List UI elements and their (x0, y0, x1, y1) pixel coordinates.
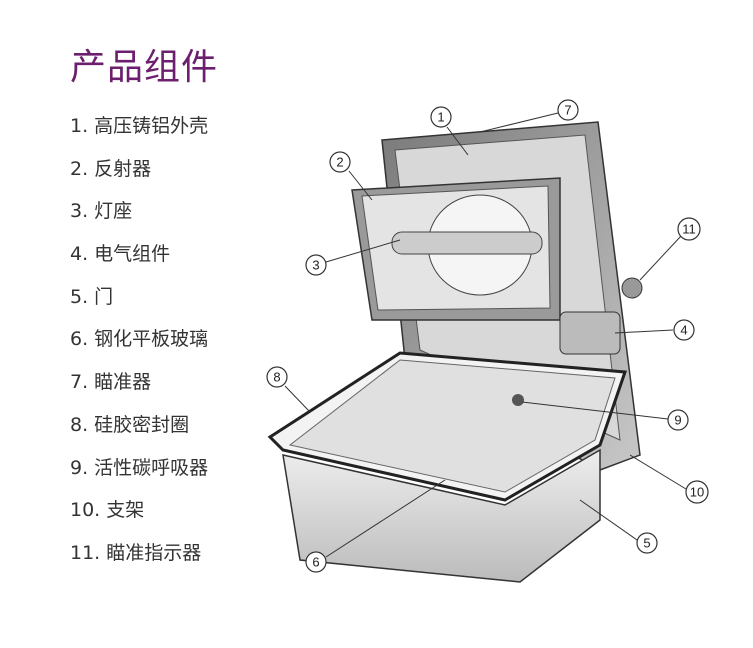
callout-4: 4 (673, 319, 695, 341)
callout-5: 5 (636, 532, 658, 554)
callout-9: 9 (667, 409, 689, 431)
callout-7: 7 (557, 99, 579, 121)
page-title: 产品组件 (70, 47, 219, 88)
door (267, 351, 628, 583)
list-item: 9. 活性碳呼吸器 (70, 456, 209, 479)
list-item: 1. 高压铸铝外壳 (70, 115, 209, 137)
callout-6: 6 (305, 551, 327, 573)
callout-2: 2 (329, 151, 351, 173)
list-item: 2. 反射器 (70, 157, 152, 180)
svg-text:10: 10 (690, 485, 704, 500)
svg-text:6: 6 (312, 555, 319, 570)
reflector (351, 177, 561, 321)
breather (512, 394, 524, 406)
list-item: 4. 电气组件 (70, 243, 171, 266)
callout-3: 3 (305, 254, 327, 276)
svg-text:1: 1 (437, 110, 444, 125)
lamp (391, 231, 543, 255)
svg-text:3: 3 (312, 258, 319, 273)
aiming-indicator (621, 277, 643, 299)
svg-text:7: 7 (564, 103, 571, 118)
svg-text:2: 2 (336, 155, 343, 170)
list-item: 6. 钢化平板玻璃 (70, 328, 209, 351)
callout-8: 8 (266, 366, 288, 388)
list-item: 7. 瞄准器 (70, 371, 152, 394)
list-item: 5. 门 (70, 285, 114, 308)
list-item: 3. 灯座 (70, 200, 133, 223)
svg-text:4: 4 (680, 323, 687, 338)
list-item: 10. 支架 (70, 499, 145, 522)
svg-text:9: 9 (674, 413, 681, 428)
svg-text:11: 11 (682, 222, 696, 237)
svg-text:5: 5 (643, 536, 650, 551)
component-list: 1. 高压铸铝外壳 2. 反射器 3. 灯座 4. 电气组件 5. 门 6. 钢… (70, 112, 208, 582)
electrical-assembly (559, 311, 621, 355)
callout-10: 10 (685, 480, 709, 504)
callout-11: 11 (677, 217, 701, 241)
list-item: 8. 硅胶密封圈 (70, 413, 190, 436)
callout-1: 1 (430, 106, 452, 128)
list-item: 11. 瞄准指示器 (70, 541, 202, 564)
svg-text:8: 8 (273, 370, 280, 385)
